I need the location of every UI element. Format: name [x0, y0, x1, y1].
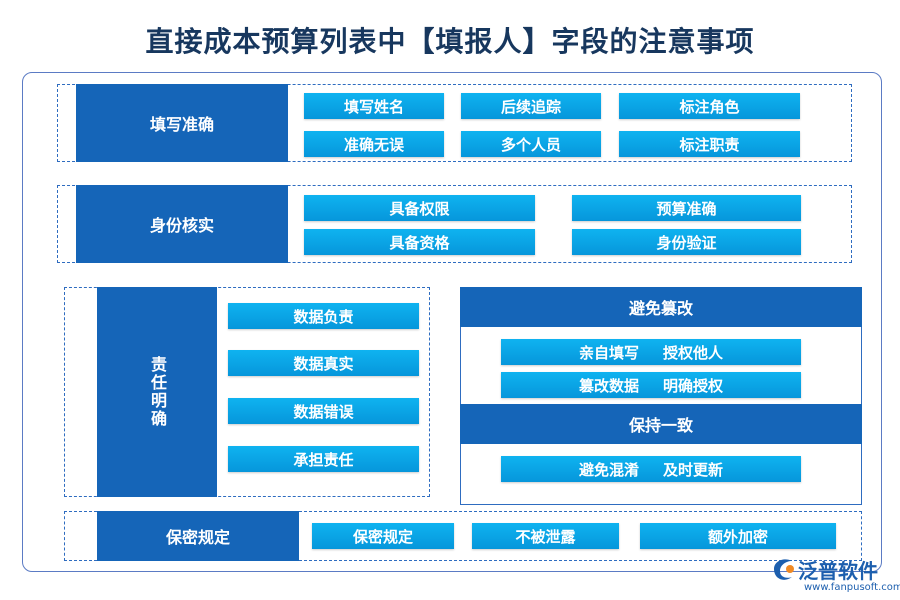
brand-logo: 泛普软件 www.fanpusoft.com — [770, 553, 900, 598]
page-title: 直接成本预算列表中【填报人】字段的注意事项 — [145, 25, 755, 58]
chip-extra-encryption: 额外加密 — [640, 523, 836, 549]
chip-timely-update: 及时更新 — [663, 460, 724, 479]
chip-data-responsible: 数据负责 — [228, 303, 419, 329]
chip-accurate: 准确无误 — [304, 131, 444, 157]
accuracy-section — [57, 84, 852, 162]
responsibility-label: 责任明确 — [97, 287, 217, 497]
responsibility-section — [64, 287, 430, 497]
chip-fill-name: 填写姓名 — [304, 93, 444, 119]
avoid-tamper-header: 避免篡改 — [460, 287, 862, 327]
chip-has-qualification: 具备资格 — [304, 229, 535, 255]
chip-authorize-others: 授权他人 — [663, 343, 724, 362]
chip-not-leaked: 不被泄露 — [472, 523, 619, 549]
outer-frame — [22, 72, 882, 572]
chip-clear-authorization: 明确授权 — [663, 376, 724, 395]
logo-icon — [774, 559, 794, 580]
chip-data-true: 数据真实 — [228, 350, 419, 376]
confidentiality-section — [64, 511, 862, 561]
identity-label: 身份核实 — [76, 185, 288, 263]
chip-tamper-row-1: 亲自填写 授权他人 — [501, 339, 801, 365]
chip-fill-in-person: 亲自填写 — [578, 343, 639, 362]
chip-budget-accurate: 预算准确 — [572, 195, 801, 221]
consistency-header: 保持一致 — [460, 404, 862, 444]
chip-avoid-confusion: 避免混淆 — [578, 460, 639, 479]
chip-identity-verify: 身份验证 — [572, 229, 801, 255]
chip-bear-responsibility: 承担责任 — [228, 446, 419, 472]
chip-data-error: 数据错误 — [228, 398, 419, 424]
identity-section — [57, 185, 852, 263]
chip-mark-duty: 标注职责 — [619, 131, 800, 157]
chip-tamper-data: 篡改数据 — [578, 376, 639, 395]
chip-has-permission: 具备权限 — [304, 195, 535, 221]
chip-confidential-rules: 保密规定 — [312, 523, 454, 549]
chip-consistency-row: 避免混淆 及时更新 — [501, 456, 801, 482]
accuracy-label: 填写准确 — [76, 84, 288, 162]
chip-multiple-people: 多个人员 — [461, 131, 601, 157]
chip-mark-role: 标注角色 — [619, 93, 800, 119]
confidentiality-label: 保密规定 — [97, 511, 299, 561]
logo-name: 泛普软件 — [798, 559, 878, 583]
logo-url: www.fanpusoft.com — [804, 582, 900, 593]
chip-follow-up: 后续追踪 — [461, 93, 601, 119]
chip-tamper-row-2: 篡改数据 明确授权 — [501, 372, 801, 398]
